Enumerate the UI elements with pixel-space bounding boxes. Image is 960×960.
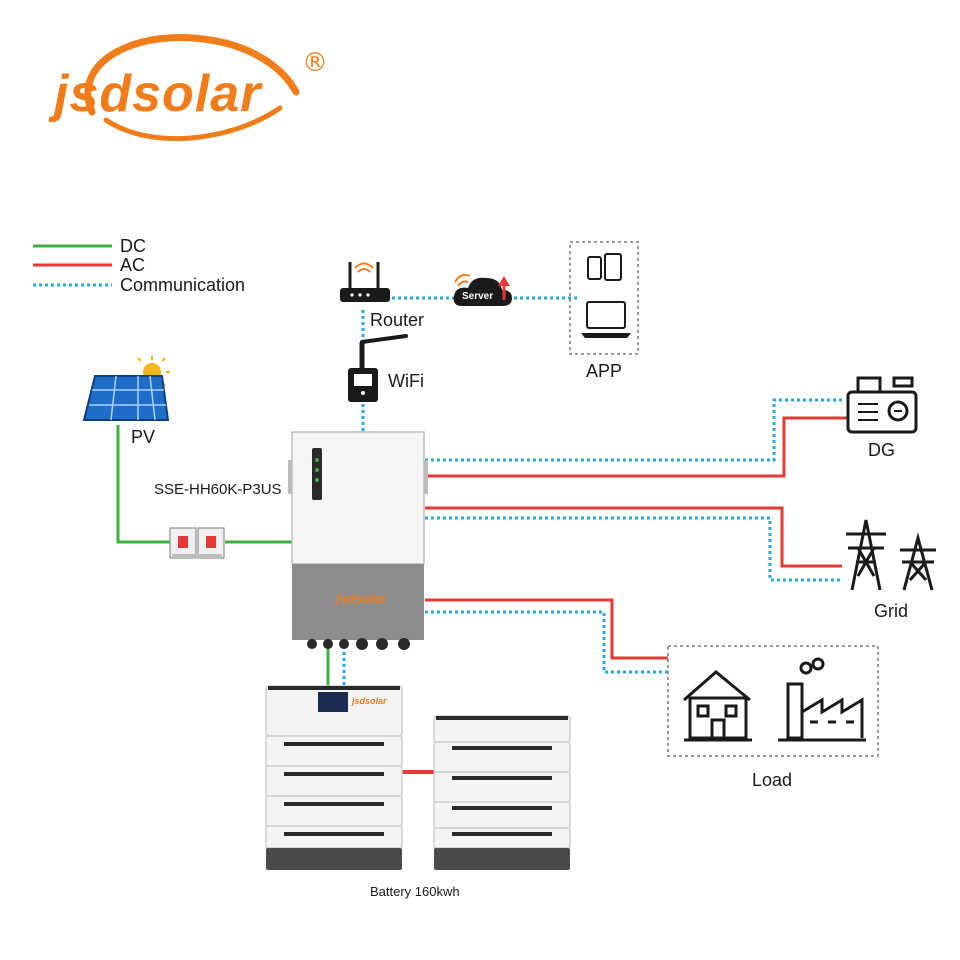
server-cloud-icon bbox=[453, 273, 512, 306]
load-box bbox=[667, 645, 879, 757]
dc-breaker-icon bbox=[169, 527, 225, 559]
battery-label: Battery 160kwh bbox=[370, 884, 460, 899]
logo-wordmark: jsdsolar bbox=[54, 65, 262, 123]
grid-label: Grid bbox=[874, 601, 909, 621]
load-label: Load bbox=[752, 770, 793, 790]
house-icon bbox=[683, 670, 752, 742]
app-label: APP bbox=[586, 361, 623, 381]
pv-label: PV bbox=[131, 427, 156, 447]
inverter-icon bbox=[288, 431, 428, 650]
server-label: Server bbox=[462, 291, 494, 302]
router-label: Router bbox=[370, 310, 425, 330]
wifi-dongle-icon bbox=[348, 334, 408, 402]
registered-mark: ® bbox=[302, 48, 328, 78]
factory-icon bbox=[778, 657, 866, 742]
battery-logo-label: jsdsolar bbox=[352, 696, 387, 706]
ac-lines bbox=[402, 416, 848, 774]
app-box bbox=[569, 241, 639, 355]
legend-label-communication: Communication bbox=[120, 275, 246, 295]
legend-label-ac: AC bbox=[120, 255, 146, 275]
pv-panel-icon bbox=[82, 356, 170, 421]
inverter-logo-label: jsdsolar bbox=[336, 591, 386, 606]
dc-lines bbox=[116, 425, 330, 686]
battery-stack-secondary bbox=[433, 715, 571, 870]
diesel-generator-icon bbox=[846, 376, 918, 434]
legend-label-dc: DC bbox=[120, 236, 146, 256]
router-icon bbox=[340, 262, 390, 302]
wifi-label: WiFi bbox=[388, 371, 424, 391]
battery-stack-main bbox=[265, 685, 403, 870]
grid-tower-icon bbox=[846, 519, 936, 591]
inverter-model-label: SSE-HH60K-P3US bbox=[154, 481, 282, 498]
dg-label: DG bbox=[868, 440, 895, 460]
